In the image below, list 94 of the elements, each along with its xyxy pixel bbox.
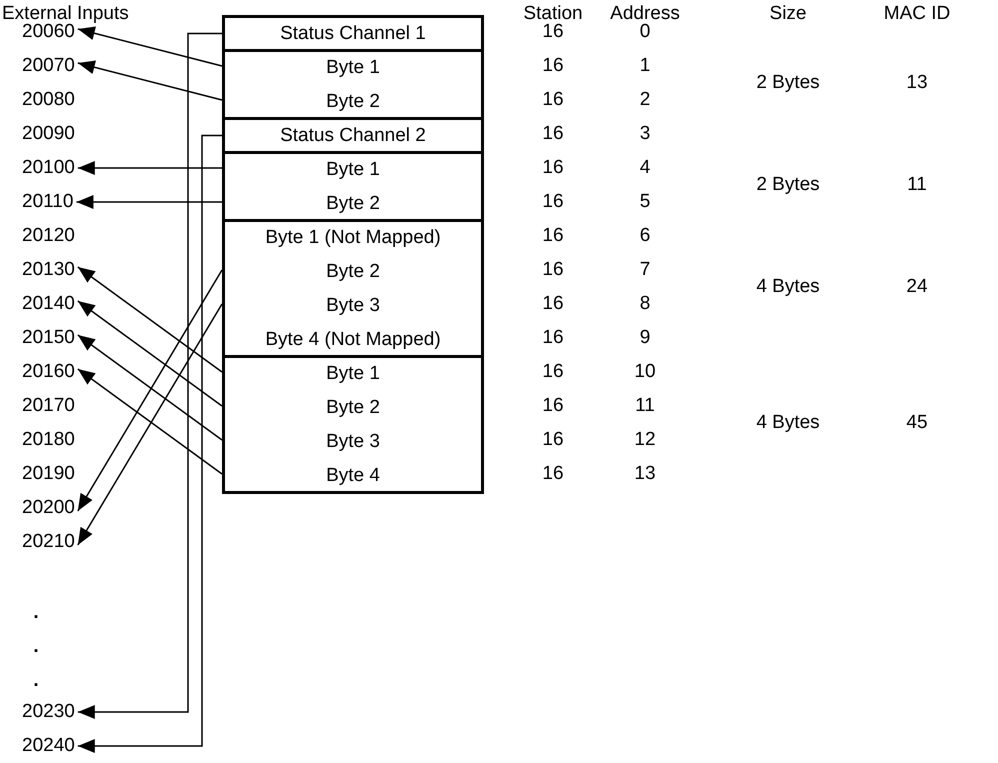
input-address: 20110: [22, 191, 74, 213]
table-value: 16: [542, 89, 564, 111]
byte-label: Byte 3: [225, 424, 481, 458]
arrow: [78, 161, 222, 175]
table-value: 16: [542, 191, 564, 213]
table-value: 6: [640, 225, 650, 247]
input-address: 20090: [22, 123, 75, 145]
arrow: [78, 134, 222, 753]
byte-label: Byte 1: [225, 356, 481, 390]
arrow: [77, 270, 223, 512]
arrow: [78, 26, 222, 67]
input-address: 20120: [22, 225, 75, 247]
byte-label: Byte 2: [225, 254, 481, 288]
status-box: [222, 15, 484, 52]
table-value: 4 Bytes: [756, 412, 820, 434]
byte-label: Byte 1: [225, 152, 481, 186]
table-value: 2 Bytes: [756, 72, 820, 94]
input-address: 20100: [22, 157, 75, 179]
input-address: 20200: [22, 497, 75, 519]
arrow: [77, 304, 223, 546]
table-value: 16: [542, 123, 564, 145]
byte-group-box: [222, 355, 484, 494]
arrow: [77, 300, 222, 407]
table-value: 8: [640, 293, 650, 315]
table-value: 2: [640, 89, 650, 111]
input-address: 20080: [22, 89, 75, 111]
arrow: [77, 368, 222, 475]
byte-label: Byte 2: [225, 390, 481, 424]
byte-group-box: [222, 49, 484, 120]
table-value: 16: [542, 157, 564, 179]
arrow: [76, 195, 222, 209]
table-value: 5: [640, 191, 650, 213]
table-value: 3: [640, 123, 650, 145]
input-address: 20170: [22, 395, 75, 417]
input-address: 20060: [22, 21, 75, 43]
input-address: 20130: [22, 259, 75, 281]
table-value: 11: [635, 395, 655, 417]
input-address: 20180: [22, 429, 75, 451]
table-value: 2 Bytes: [756, 174, 820, 196]
input-address: 20240: [22, 735, 75, 757]
arrow: [77, 266, 222, 373]
byte-group-box: [222, 219, 484, 358]
byte-label: Byte 2: [225, 84, 481, 118]
arrow: [78, 60, 222, 101]
table-value: 10: [634, 361, 656, 383]
table-value: 16: [542, 361, 564, 383]
table-value: 16: [542, 55, 564, 77]
input-address: 20230: [22, 701, 75, 723]
input-address: 20150: [22, 327, 75, 349]
ellipsis-dot: .: [33, 636, 39, 658]
status-box: [222, 117, 484, 154]
table-value: 13: [906, 72, 928, 94]
byte-label: Byte 2: [225, 186, 481, 220]
arrow: [78, 32, 222, 719]
column-heading: Size: [770, 3, 806, 25]
table-value: 7: [640, 259, 650, 281]
table-value: 4: [640, 157, 650, 179]
table-value: 16: [542, 293, 564, 315]
input-address: 20070: [22, 55, 75, 77]
table-value: 0: [640, 21, 650, 43]
table-value: 45: [906, 412, 928, 434]
table-value: 1: [640, 55, 650, 77]
input-address: 20210: [22, 531, 75, 553]
table-value: 16: [542, 463, 564, 485]
arrow: [77, 334, 222, 441]
table-value: 13: [634, 463, 656, 485]
channel-label: Status Channel 1: [279, 22, 427, 44]
table-value: 16: [542, 21, 564, 43]
input-address: 20160: [22, 361, 75, 383]
table-value: 24: [906, 276, 928, 298]
channel-label: Status Channel 2: [279, 124, 427, 146]
byte-label: Byte 3: [225, 288, 481, 322]
input-address: 20140: [22, 293, 75, 315]
byte-label: Byte 4: [225, 458, 481, 492]
table-value: 16: [542, 225, 564, 247]
table-value: 16: [542, 429, 564, 451]
column-heading: MAC ID: [884, 3, 950, 25]
input-address: 20190: [22, 463, 75, 485]
table-value: 16: [542, 259, 564, 281]
ellipsis-dot: .: [33, 670, 39, 692]
table-value: 11: [907, 174, 927, 196]
table-value: 12: [634, 429, 656, 451]
ellipsis-dot: .: [33, 602, 39, 624]
byte-label: Byte 1 (Not Mapped): [225, 220, 481, 254]
table-value: 9: [640, 327, 650, 349]
byte-label: Byte 1: [225, 50, 481, 84]
column-heading: Station: [523, 3, 583, 24]
table-value: 16: [542, 395, 564, 417]
column-heading: External Inputs: [2, 3, 129, 24]
byte-label: Byte 4 (Not Mapped): [225, 322, 481, 356]
table-value: 16: [542, 327, 564, 349]
byte-group-box: [222, 151, 484, 222]
column-heading: Address: [610, 3, 680, 24]
table-value: 4 Bytes: [756, 276, 820, 298]
